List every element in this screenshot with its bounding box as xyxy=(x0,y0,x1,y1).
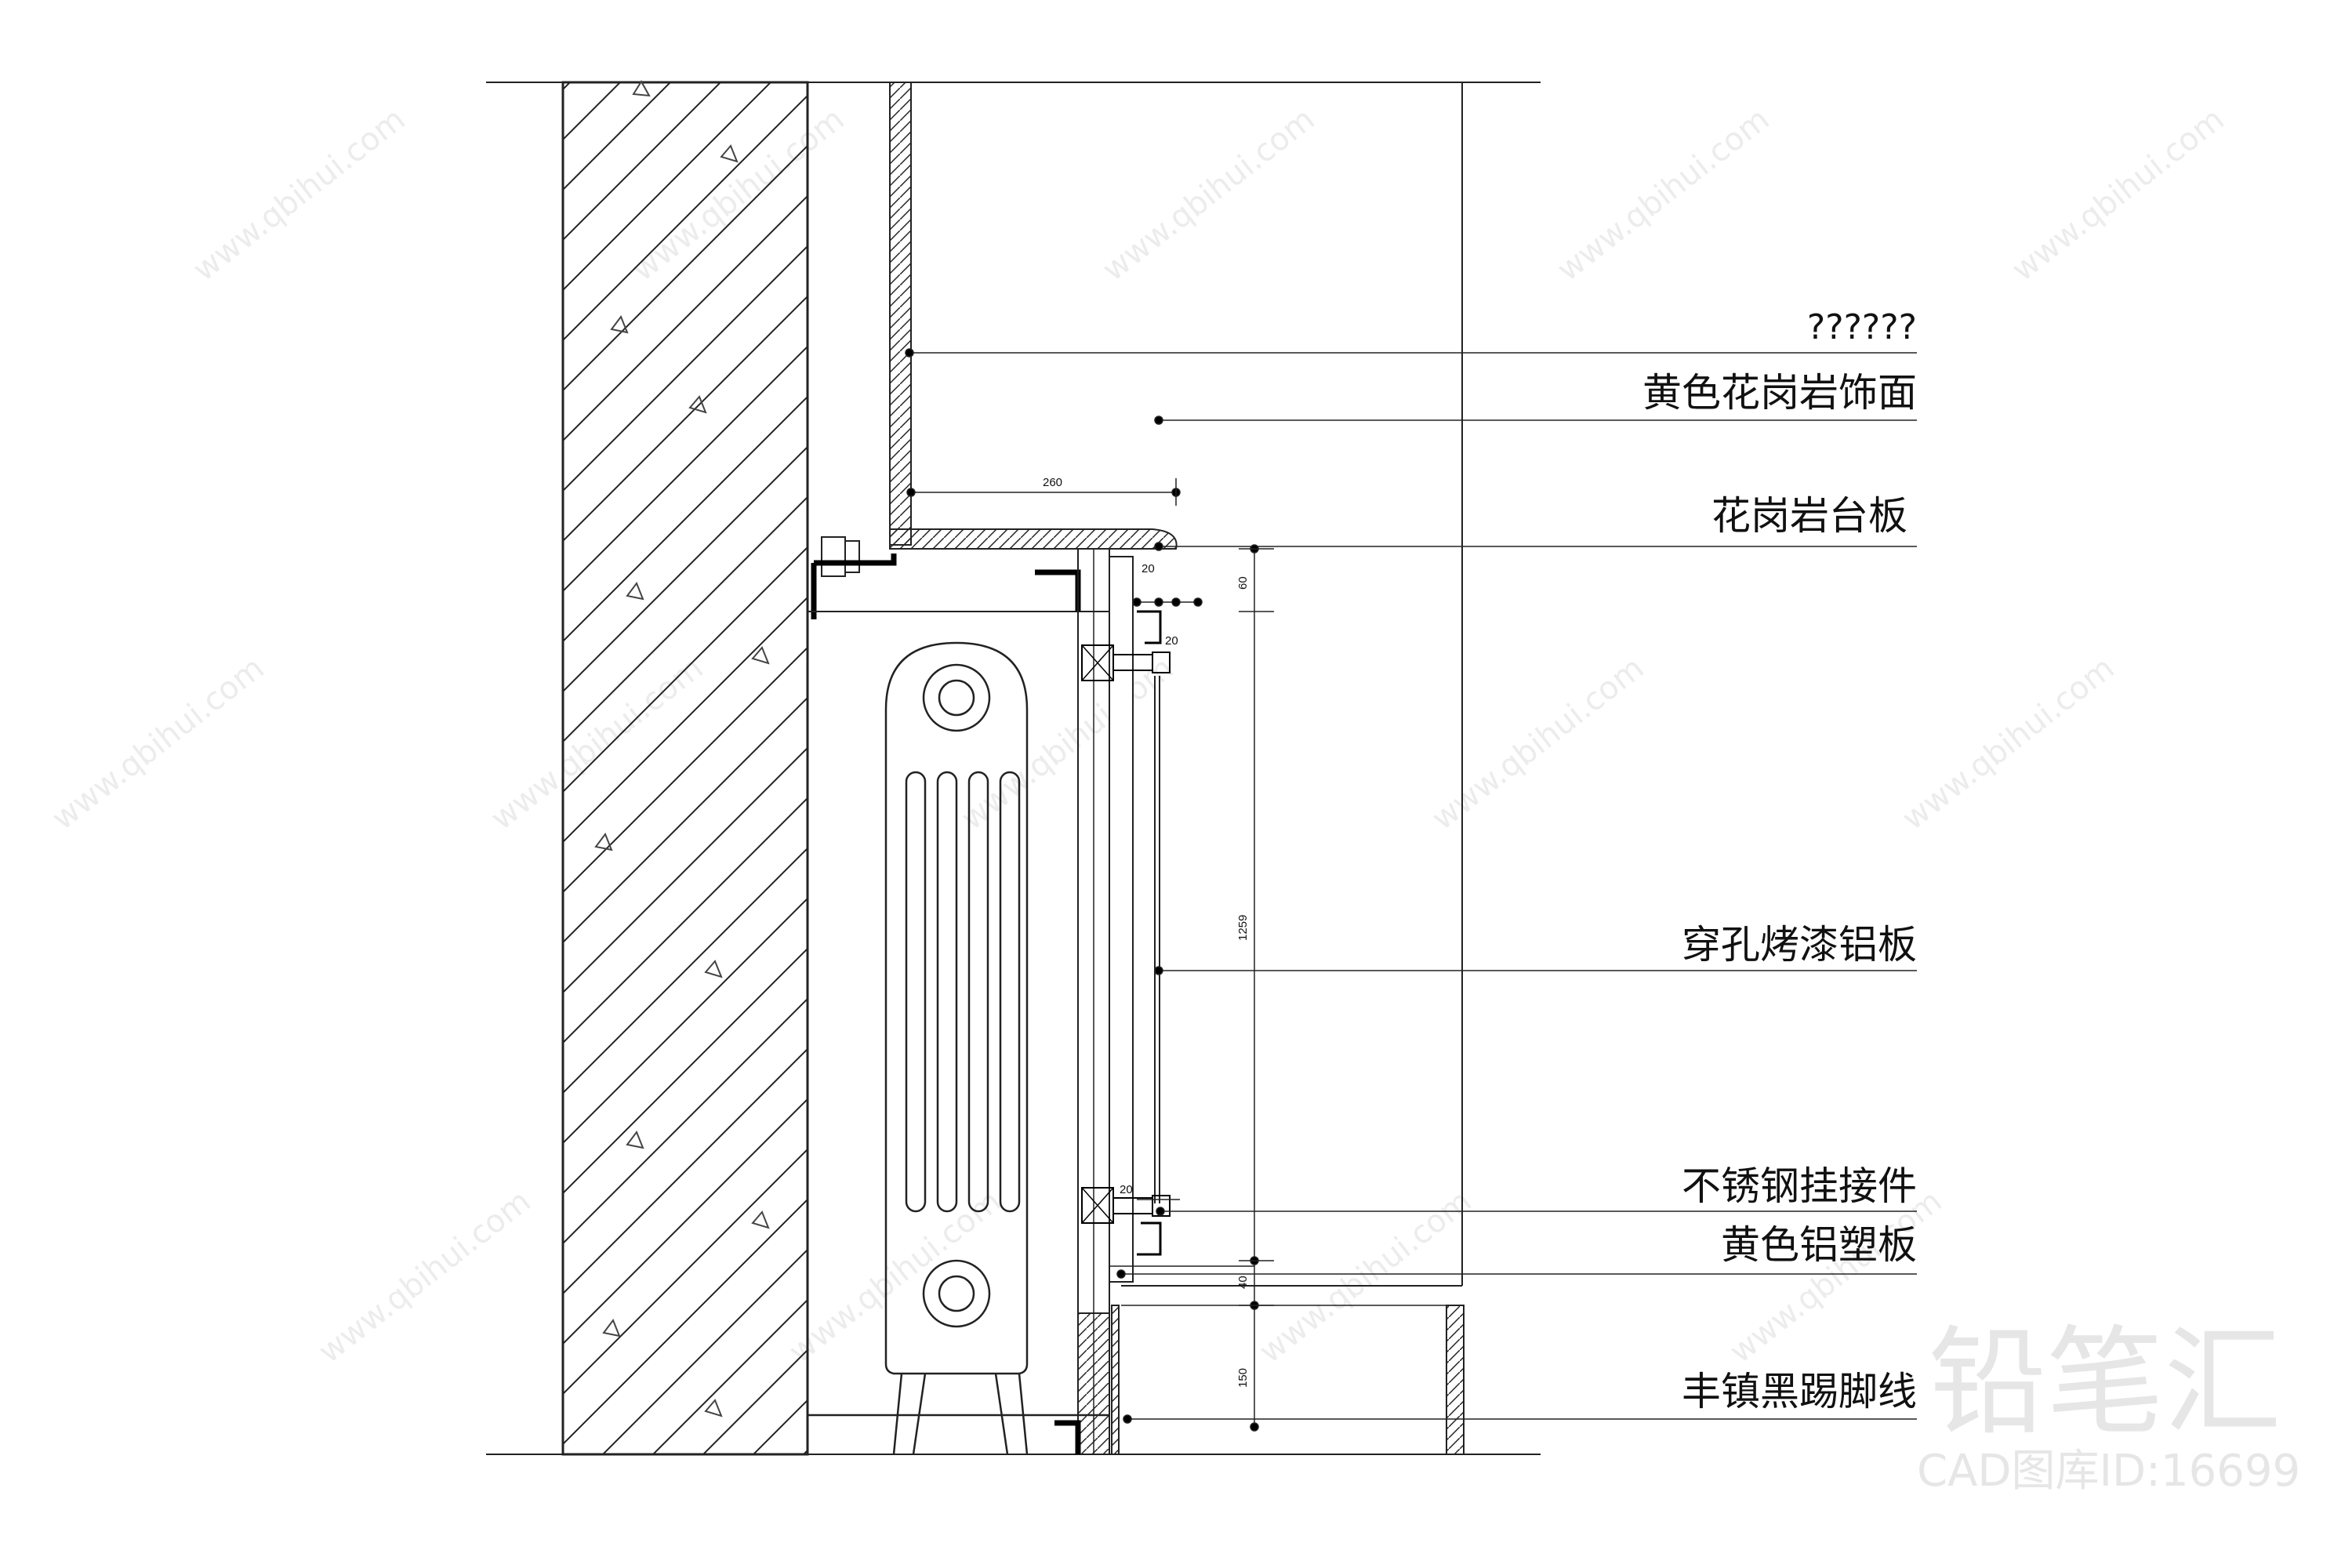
top-hanger-clip xyxy=(1081,610,1171,681)
svg-text:www.qbihui.com: www.qbihui.com xyxy=(312,1183,538,1370)
leader-lines xyxy=(905,348,1917,1424)
anchor-bolt xyxy=(811,536,897,619)
label-baseboard: 丰镇黑踢脚线 xyxy=(1682,1369,1917,1414)
dim-20-top: 20 xyxy=(1142,562,1155,575)
dim-260: 260 xyxy=(1043,476,1062,489)
top-steel-angle xyxy=(1035,569,1081,612)
dim-20-mid: 20 xyxy=(1165,634,1178,648)
brand-watermark: 铅笔汇 xyxy=(1929,1315,2281,1451)
dim-60: 60 xyxy=(1236,576,1250,590)
label-granite-countertop: 花岗岩台板 xyxy=(1711,493,1907,539)
bottom-hanger-clip xyxy=(1081,1187,1171,1256)
dim-150: 150 xyxy=(1236,1368,1250,1388)
right-baseboard xyxy=(1446,1305,1465,1455)
brand-caption: CAD图库ID:16699 xyxy=(1917,1446,2300,1497)
svg-text:www.qbihui.com: www.qbihui.com xyxy=(187,101,412,289)
svg-text:www.qbihui.com: www.qbihui.com xyxy=(1551,101,1777,289)
radiator xyxy=(808,641,1109,1455)
label-granite-facing: 黄色花岗岩饰面 xyxy=(1642,370,1917,416)
svg-text:www.qbihui.com: www.qbihui.com xyxy=(45,650,271,837)
perforated-panel xyxy=(1109,556,1254,1283)
svg-text:www.qbihui.com: www.qbihui.com xyxy=(2005,101,2231,289)
dim-1259: 1259 xyxy=(1236,915,1250,941)
concrete-wall xyxy=(561,80,809,1456)
svg-text:www.qbihui.com: www.qbihui.com xyxy=(1425,650,1651,837)
dim-20-bottom: 20 xyxy=(1120,1183,1133,1196)
dimension-lines xyxy=(906,478,1274,1432)
granite-countertop xyxy=(889,528,1178,550)
label-aluminum-composite: 黄色铝塑板 xyxy=(1721,1222,1917,1268)
svg-text:www.qbihui.com: www.qbihui.com xyxy=(1896,650,2122,837)
dim-40: 40 xyxy=(1236,1276,1250,1289)
granite-facing-panel xyxy=(889,82,912,546)
label-perforated-panel: 穿孔烤漆铝板 xyxy=(1682,922,1917,967)
svg-text:www.qbihui.com: www.qbihui.com xyxy=(1096,101,1322,289)
label-unknown: ?????? xyxy=(1807,307,1917,347)
label-steel-hanger: 不锈钢挂接件 xyxy=(1682,1163,1917,1209)
